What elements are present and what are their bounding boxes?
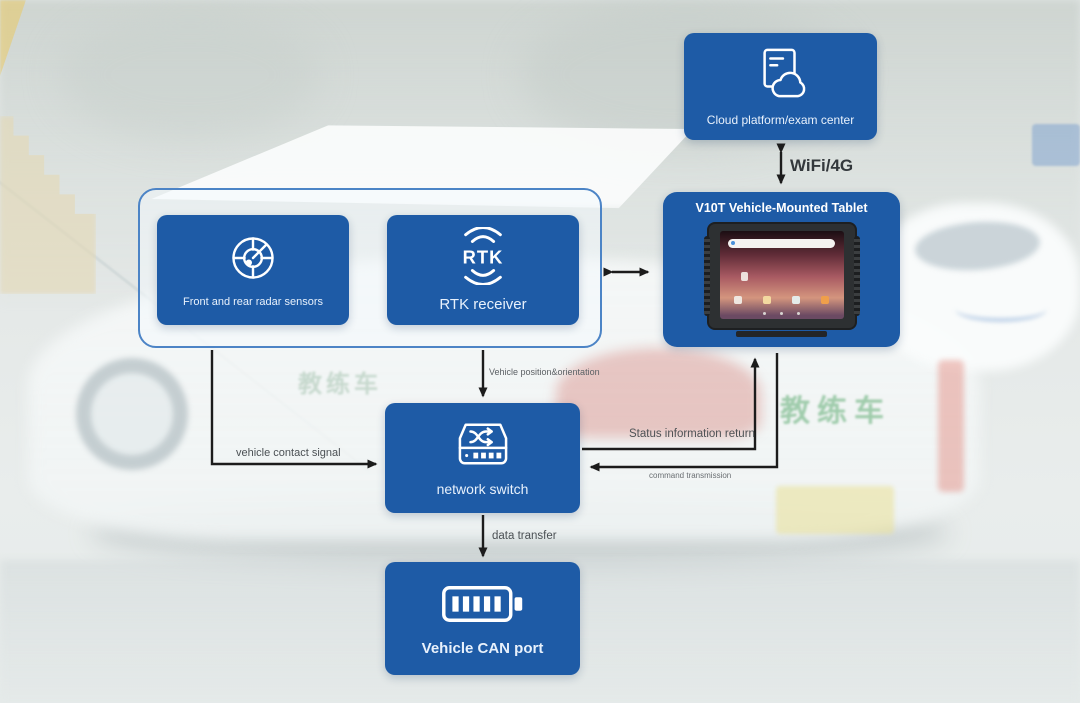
- rtk-icon-text: RTK: [463, 247, 504, 268]
- command-transmission-label: command transmission: [649, 471, 732, 480]
- tablet-app-icon: [740, 272, 748, 282]
- radar-sensors-node: Front and rear radar sensors: [157, 215, 349, 325]
- rtk-receiver-node: RTK RTK receiver: [387, 215, 579, 325]
- battery-can-icon: [439, 581, 527, 632]
- cloud-platform-label: Cloud platform/exam center: [706, 113, 855, 127]
- background-red-car: [556, 348, 761, 438]
- background-tree-blotch: [60, 10, 320, 140]
- tablet-node: V10T Vehicle-Mounted Tablet: [663, 192, 900, 347]
- status-information-return-label: Status information return: [629, 428, 755, 440]
- rtk-signal-icon: RTK: [452, 226, 514, 290]
- tablet-app-icon: [763, 296, 772, 305]
- can-port-label: Vehicle CAN port: [421, 639, 544, 657]
- network-switch-node: network switch: [385, 403, 580, 513]
- radar-sensors-label: Front and rear radar sensors: [182, 296, 323, 308]
- tablet-dock-icons: [734, 296, 829, 305]
- radar-icon: [227, 232, 279, 289]
- network-switch-icon: [454, 419, 512, 474]
- tablet-nav-dots: [720, 311, 844, 315]
- coach-car-watermark-left: 教练车: [298, 371, 382, 398]
- tablet-app-icon: [791, 296, 800, 305]
- can-port-node: Vehicle CAN port: [385, 562, 580, 675]
- tablet-search-dot: [731, 240, 736, 245]
- background-red-pole: [938, 360, 964, 492]
- tablet-connector: [735, 331, 828, 337]
- wifi-4g-label: WiFi/4G: [790, 156, 854, 175]
- background-road-sign: [1032, 124, 1080, 166]
- tablet-device-image: [700, 222, 864, 337]
- coach-car-watermark-right: 教练车: [780, 395, 891, 428]
- position-orientation-label: Vehicle position&orientation: [489, 367, 600, 377]
- cloud-platform-node: Cloud platform/exam center: [684, 33, 877, 140]
- network-switch-label: network switch: [436, 481, 529, 497]
- background-car-wheel: [76, 358, 188, 470]
- tablet-frame: [703, 222, 860, 330]
- data-transfer-label: data transfer: [492, 530, 557, 542]
- background-license-plate: [776, 486, 894, 534]
- tablet-app-icon: [734, 296, 743, 305]
- tablet-screen: [719, 231, 844, 319]
- tablet-app-icon: [820, 296, 829, 305]
- tablet-search-bar: [728, 238, 835, 248]
- tablet-title: V10T Vehicle-Mounted Tablet: [695, 201, 868, 215]
- vehicle-contact-signal-label: vehicle contact signal: [236, 447, 341, 459]
- rtk-receiver-label: RTK receiver: [439, 296, 527, 313]
- background-front-car-grille: [955, 296, 1047, 322]
- cloud-document-icon: [750, 46, 812, 105]
